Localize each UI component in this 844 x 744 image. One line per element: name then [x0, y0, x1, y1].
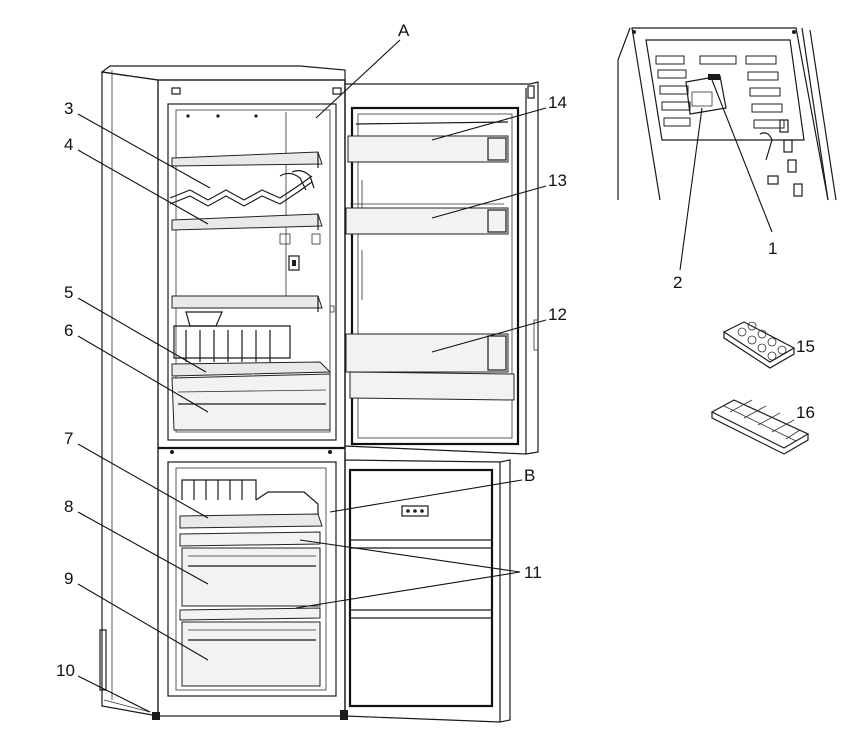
callout-9: 9: [64, 569, 73, 588]
freezer-drawer-lower: [179, 607, 321, 687]
callout-A: A: [398, 21, 410, 40]
door-balcony-top: [347, 121, 509, 163]
ice-tray-holder: [179, 479, 323, 529]
callout-6: 6: [64, 321, 73, 340]
freezer-compartment: [167, 461, 337, 697]
callout-7: 7: [64, 429, 73, 448]
ice-cube-tray: [710, 399, 810, 455]
door-balcony-middle: [345, 203, 509, 235]
crisper-drawer: [171, 373, 331, 431]
freezer-door: [340, 452, 511, 723]
ceiling-detail-inset: [617, 27, 837, 201]
door-balcony-lower: [345, 333, 515, 401]
callout-16: 16: [796, 403, 815, 422]
glass-shelf-top: [171, 151, 323, 168]
callout-1: 1: [768, 239, 777, 258]
callout-12: 12: [548, 305, 567, 324]
bottle-rack: [169, 170, 315, 207]
callout-14: 14: [548, 93, 567, 112]
callout-3: 3: [64, 99, 73, 118]
callout-8: 8: [64, 497, 73, 516]
crisper-cover: [171, 311, 332, 377]
divider-hinge-dot: [170, 450, 174, 454]
callout-13: 13: [548, 171, 567, 190]
callout-2: 2: [673, 273, 682, 292]
egg-tray: [722, 321, 796, 369]
callout-B: B: [524, 466, 535, 485]
callout-labels: A B 1 2 3 4 5 6 7 8 9 10 11 12 13 14 15 …: [56, 21, 815, 680]
callout-11: 11: [524, 563, 542, 582]
callout-4: 4: [64, 135, 73, 154]
callout-5: 5: [64, 283, 73, 302]
callout-10: 10: [56, 661, 75, 680]
fridge-door: [344, 80, 539, 455]
leader-lines: [77, 39, 773, 713]
freezer-drawer-upper: [179, 531, 321, 607]
glass-shelf-middle: [171, 213, 323, 231]
fridge-compartment: [167, 103, 337, 441]
divider-hinge-dot: [328, 450, 332, 454]
glass-shelf-lower: [171, 295, 335, 313]
callout-15: 15: [796, 337, 815, 356]
